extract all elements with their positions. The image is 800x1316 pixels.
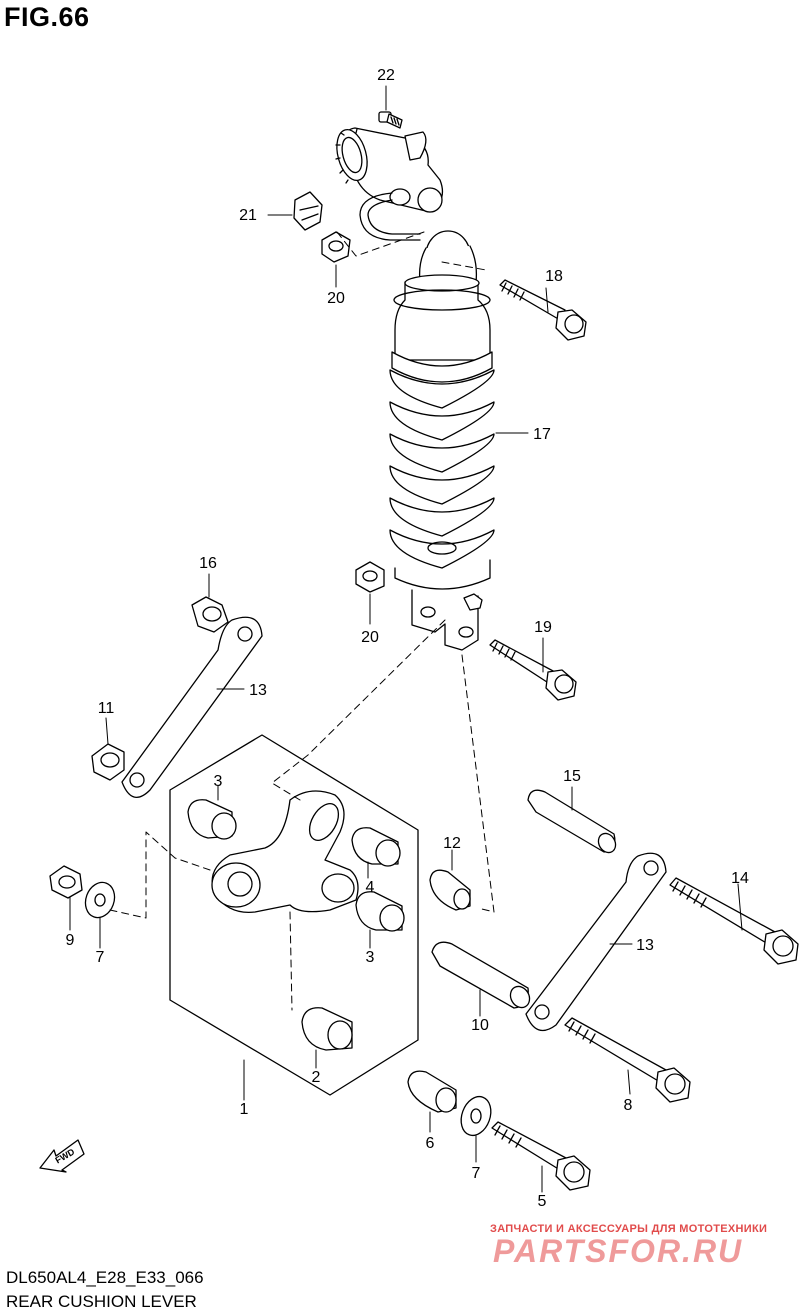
part-9-bolt: [564, 1017, 691, 1103]
callout-14: 14: [731, 870, 749, 887]
part-6-collar: [407, 1070, 457, 1113]
callout-16: 16: [199, 555, 217, 572]
part-12-collar: [429, 869, 471, 911]
part-8-nut: [49, 865, 83, 899]
part-title: REAR CUSHION LEVER: [6, 1292, 197, 1311]
callout-17: 17: [533, 426, 551, 443]
callout-11: 11: [98, 700, 115, 717]
callout-20-lower: 20: [361, 629, 379, 646]
callout-12: 12: [443, 835, 461, 852]
callout-8: 9: [66, 932, 75, 949]
callout-7-left: 7: [96, 949, 105, 966]
part-5-bolt: [491, 1121, 591, 1191]
callout-10: 10: [471, 1017, 489, 1034]
part-7-washer-left: [84, 881, 116, 919]
model-code: DL650AL4_E28_E33_066: [6, 1268, 204, 1287]
part-19-lower-bolt: [489, 639, 577, 701]
callout-21: 21: [239, 207, 257, 224]
part-10-long-collar: [431, 941, 531, 1009]
part-4-bush: [351, 827, 401, 867]
callout-18: 18: [545, 268, 563, 285]
part-20-upper-nut: [321, 231, 351, 263]
fwd-arrow-icon: FWD: [39, 1139, 85, 1173]
callout-19: 19: [534, 619, 552, 636]
callout-1: 1: [240, 1101, 249, 1118]
preload-adjuster: [335, 127, 444, 213]
part-20-lower-nut: [355, 561, 385, 593]
part-13-upper-link: [121, 616, 263, 798]
cushion-lever: [211, 790, 359, 914]
part-3-upper-bush: [187, 799, 237, 840]
callout-13-lower: 13: [636, 937, 654, 954]
callout-6: 6: [426, 1135, 435, 1152]
callout-9: 8: [624, 1097, 633, 1114]
part-17-shock-absorber: [389, 230, 495, 651]
callout-3-lower: 3: [366, 949, 375, 966]
part-13-lower-link: [525, 852, 667, 1032]
part-16-nut: [191, 596, 229, 633]
callout-5: 5: [538, 1193, 547, 1210]
part-14-bolt: [669, 877, 799, 965]
part-21-clamp: [293, 191, 323, 231]
figure-title: FIG.66: [4, 2, 90, 32]
callout-13-upper: 13: [249, 682, 267, 699]
callout-22: 22: [377, 67, 395, 84]
callout-2: 2: [312, 1069, 321, 1086]
watermark-brand: PARTSFOR.RU: [493, 1233, 744, 1269]
callout-20-upper: 20: [327, 290, 345, 307]
callout-15: 15: [563, 768, 581, 785]
callout-3-upper: 3: [214, 773, 223, 790]
part-11-nut: [91, 743, 125, 781]
watermark-tagline: ЗАПЧАСТИ И АКСЕССУАРЫ ДЛЯ МОТОТЕХНИКИ: [490, 1223, 768, 1235]
part-2-bush: [301, 1007, 353, 1051]
callout-7-right: 7: [472, 1165, 481, 1182]
part-22-screw: [378, 111, 403, 129]
callout-4: 4: [366, 879, 375, 896]
part-15-collar: [527, 789, 617, 854]
part-3-lower-bush: [355, 891, 405, 932]
part-7-washer-right: [460, 1095, 492, 1137]
part-18-upper-bolt: [499, 279, 587, 341]
adjuster-hose: [359, 192, 421, 241]
